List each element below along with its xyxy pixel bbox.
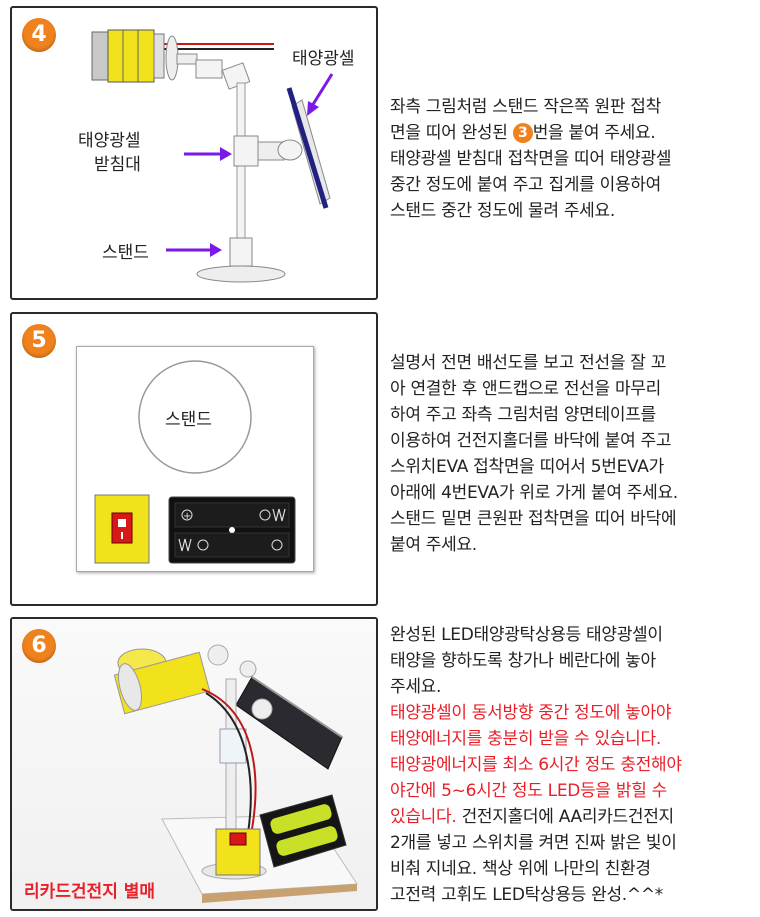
step-6-line: 2개를 넣고 스위치를 켜면 진짜 밝은 빛이 [390,833,677,853]
step-5-illustration: 5 + 스탠드 [10,312,378,606]
step-5-line: 붙여 주세요. [390,535,477,555]
step-6-drawing [113,644,358,903]
step-5-line: 이용하여 건전지홀더를 바닥에 붙여 주고 [390,431,672,451]
step-5-description: 설명서 전면 배선도를 보고 전선을 잘 꼬 아 연결한 후 앤드캡으로 전선을… [390,350,756,558]
step-5-drawing: + [94,360,296,564]
step-6-line: 있습니다. 건전지홀더에 AA리카드건전지 [390,807,674,827]
holder-label-line2: 받침대 [94,155,141,175]
step-5-line: 아래에 4번EVA가 위로 가게 붙여 주세요. [390,483,678,503]
step-5-line: 아 연결한 후 앤드캡으로 전선을 마무리 [390,379,661,399]
solar-cell-label: 태양광셀 [292,49,355,69]
step-6-badge: 6 [22,629,56,663]
step-3-reference-icon: 3 [512,123,533,143]
svg-text:+: + [183,511,191,522]
step-4-illustration: 4 태 [10,6,378,300]
step-4-line: 스탠드 중간 정도에 물려 주세요. [390,201,615,221]
step-5-line: 스위치EVA 접착면을 띠어서 5번EVA가 [390,457,664,477]
step-6-photo: 6 리카드건전지 별매 [10,617,378,911]
step-4-line: 좌측 그림처럼 스탠드 작은쪽 원판 접착 [390,97,661,117]
step-6-red-line: 태양에너지를 충분히 받을 수 있습니다. [390,729,661,749]
step-6-line: 고전력 고휘도 LED탁상용등 완성.^^* [390,885,663,905]
step-6-description: 완성된 LED태양광탁상용등 태양광셀이 태양을 향하도록 창가나 베란다에 놓… [390,622,756,908]
holder-label-line1: 태양광셀 [78,131,141,151]
base-board: + 스탠드 [76,346,314,572]
step-6-red-line: 야간에 5~6시간 정도 LED등을 밝힐 수 [390,781,667,801]
step-6-line: 비춰 지네요. 책상 위에 나만의 친환경 [390,859,651,879]
step-4-line: 중간 정도에 붙여 주고 집게를 이용하여 [390,175,661,195]
step-6-line: 주세요. [390,677,442,697]
step-6-red-line: 태양광에너지를 최소 6시간 정도 충전해야 [390,755,682,775]
step-5-line: 하여 주고 좌측 그림처럼 양면테이프를 [390,405,656,425]
step-6-red-line: 태양광셀이 동서방향 중간 정도에 놓아야 [390,703,672,723]
step-5-badge: 5 [22,324,56,358]
stand-circle-label: 스탠드 [165,410,212,430]
step-6-line: 완성된 LED태양광탁상용등 태양광셀이 [390,625,663,645]
step-5-line: 설명서 전면 배선도를 보고 전선을 잘 꼬 [390,353,667,373]
step-4-line: 태양광셀 받침대 접착면을 띠어 태양광셀 [390,149,672,169]
step-4-badge: 4 [22,18,56,52]
step-6-line: 태양을 향하도록 창가나 베란다에 놓아 [390,651,656,671]
step-4-drawing [91,29,334,283]
step-5-line: 스탠드 밑면 큰원판 접착면을 띠어 바닥에 [390,509,677,529]
battery-sold-separately-caption: 리카드건전지 별매 [24,882,156,902]
stand-label: 스탠드 [102,243,149,263]
